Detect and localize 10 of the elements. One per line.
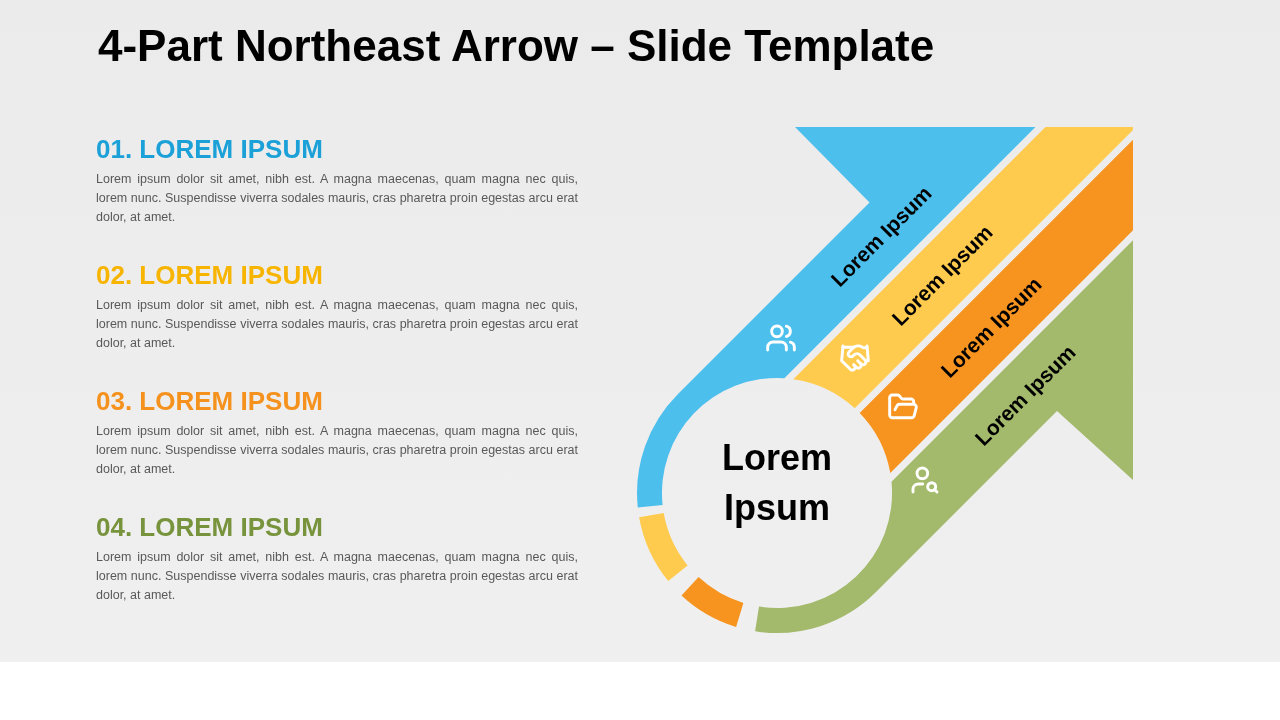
slide-title: 4-Part Northeast Arrow – Slide Template (98, 20, 935, 72)
section-heading: 04. LOREM IPSUM (96, 514, 323, 540)
section-heading: 03. LOREM IPSUM (96, 388, 323, 414)
section-heading: 01. LOREM IPSUM (96, 136, 323, 162)
section-body: Lorem ipsum dolor sit amet, nibh est. A magna maecenas, quam magna nec quis, lorem nunc. Suspendisse viverra sodales mauris, cras pharetra proin egestas arcu erat dolor, at amet. (96, 171, 578, 226)
center-label: Lorem Ipsum (721, 436, 833, 530)
section-body: Lorem ipsum dolor sit amet, nibh est. A magna maecenas, quam magna nec quis, lorem nunc. Suspendisse viverra sodales mauris, cras pharetra proin egestas arcu erat dolor, at amet. (96, 423, 578, 478)
section-body: Lorem ipsum dolor sit amet, nibh est. A magna maecenas, quam magna nec quis, lorem nunc. Suspendisse viverra sodales mauris, cras pharetra proin egestas arcu erat dolor, at amet. (96, 297, 578, 352)
section-heading: 02. LOREM IPSUM (96, 262, 323, 288)
section-body: Lorem ipsum dolor sit amet, nibh est. A magna maecenas, quam magna nec quis, lorem nunc. Suspendisse viverra sodales mauris, cras pharetra proin egestas arcu erat dolor, at amet. (96, 549, 578, 604)
